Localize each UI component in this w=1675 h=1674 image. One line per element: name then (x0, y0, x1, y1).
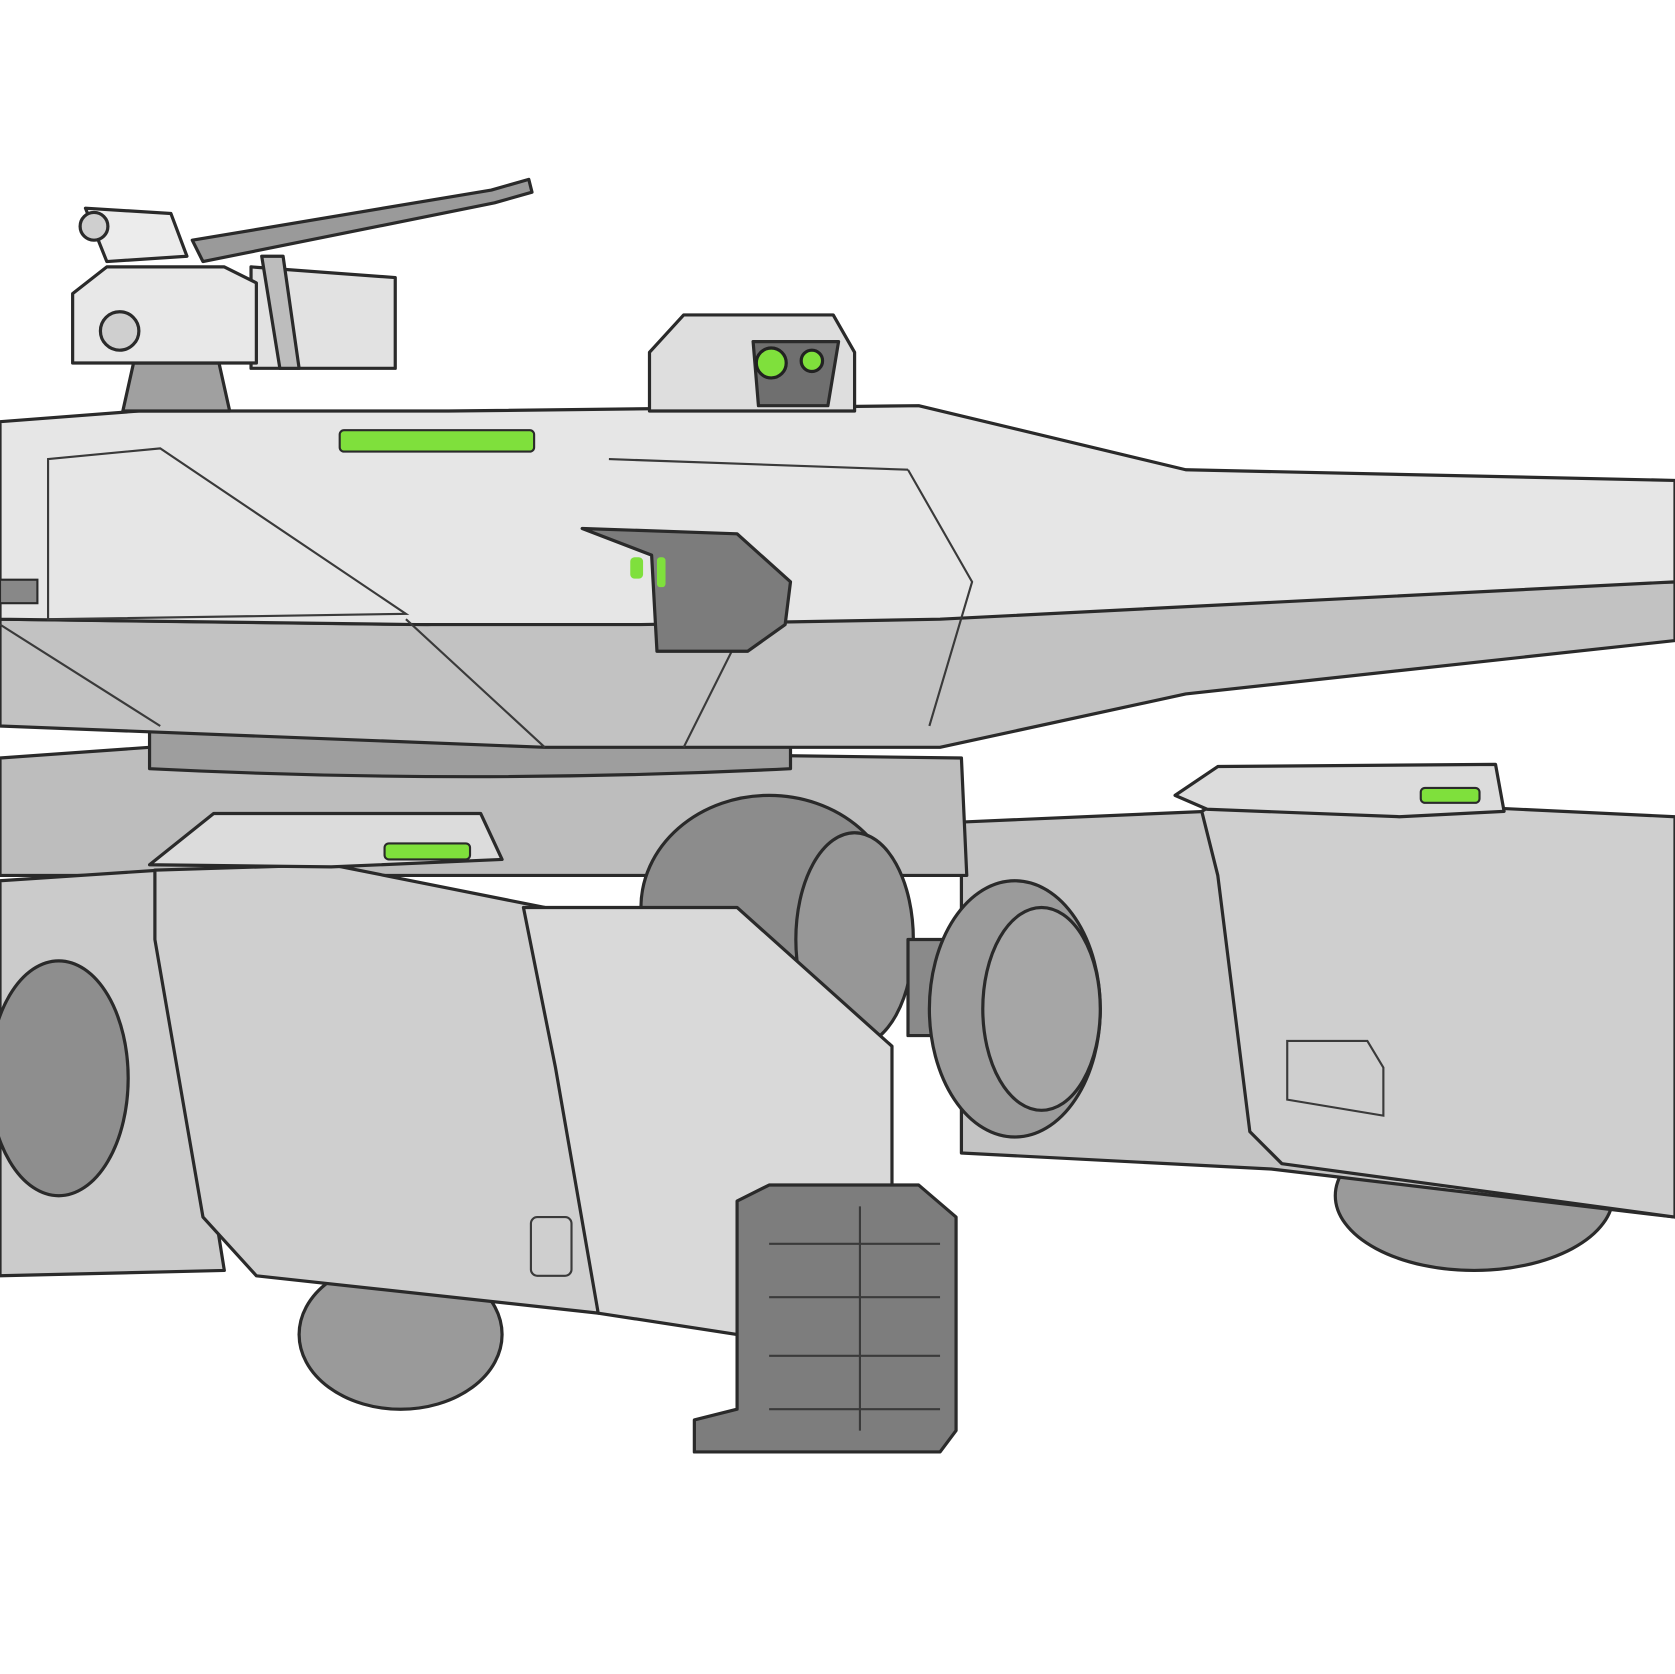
rws-body (71, 265, 258, 365)
plate (692, 1183, 958, 1454)
optic (78, 210, 110, 242)
side-slot (0, 578, 39, 605)
gun-barrel (190, 177, 534, 264)
gun-bracket (260, 254, 301, 370)
wheel-hub (0, 959, 130, 1198)
vision-port (580, 526, 793, 653)
sensor-lens (799, 348, 825, 374)
track-armor-panel (1200, 793, 1675, 1219)
vision-port-light (630, 557, 644, 579)
rws-head (83, 206, 189, 264)
turret-upper (0, 404, 1675, 627)
turret-facet (0, 458, 909, 749)
track-top-cap (1173, 762, 1506, 819)
rws-mount (121, 361, 232, 413)
remote-weapon-station (71, 177, 534, 413)
green-light (383, 842, 472, 861)
front-armor-plate (692, 1183, 958, 1454)
plate-grid (769, 1206, 941, 1431)
vision-port-light (656, 557, 666, 588)
track-armor-panel (153, 863, 600, 1315)
hatch-outline (529, 1215, 573, 1277)
optic (98, 310, 141, 352)
turret-side-panel (47, 447, 410, 621)
turret (0, 404, 1675, 749)
sensor-pod (647, 313, 857, 413)
barrel-edge (907, 469, 974, 727)
rear-right-track (959, 762, 1675, 1273)
green-light (1419, 786, 1481, 804)
hatch-outline (1286, 1039, 1385, 1117)
green-light-strip (338, 429, 536, 453)
sensor-lens (754, 346, 788, 380)
hub-inner (981, 905, 1102, 1112)
